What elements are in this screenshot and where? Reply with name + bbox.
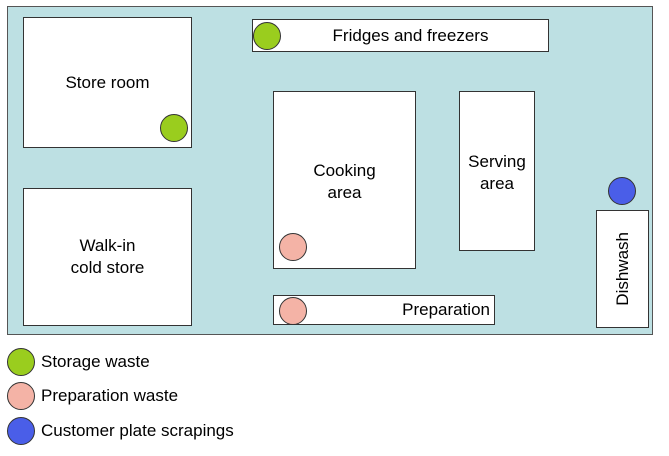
walk-in-cold-store: Walk-in cold store: [23, 188, 192, 326]
serving-area-label: Serving area: [468, 152, 526, 193]
dishwash: Dishwash: [596, 210, 649, 328]
preparation-label: Preparation: [402, 300, 490, 319]
legend-plate-scrapings: Customer plate scrapings: [7, 417, 234, 445]
preparation-waste-marker: [279, 233, 307, 261]
legend-storage-label: Storage waste: [41, 352, 150, 371]
fridges-and-freezers: Fridges and freezers: [252, 19, 549, 52]
legend-storage-waste: Storage waste: [7, 348, 150, 376]
fridges-label: Fridges and freezers: [332, 25, 489, 45]
legend-plate-label: Customer plate scrapings: [41, 421, 234, 440]
legend-preparation-waste: Preparation waste: [7, 382, 178, 410]
serving-area: Serving area: [459, 91, 535, 251]
preparation-waste-marker: [279, 297, 307, 325]
storage-waste-marker: [160, 114, 188, 142]
cooking-area-label: Cooking area: [313, 161, 376, 202]
plate-scrapings-marker: [608, 177, 636, 205]
walk-in-label: Walk-in cold store: [70, 236, 145, 277]
legend-preparation-label: Preparation waste: [41, 386, 179, 405]
preparation: Preparation: [273, 295, 495, 325]
store-room-label: Store room: [65, 72, 150, 92]
legend-storage-swatch: [7, 348, 35, 376]
legend-preparation-swatch: [7, 382, 35, 410]
legend-plate-swatch: [7, 417, 35, 445]
dishwash-label: Dishwash: [612, 232, 632, 306]
storage-waste-marker: [253, 22, 281, 50]
store-room: Store room: [23, 17, 192, 148]
